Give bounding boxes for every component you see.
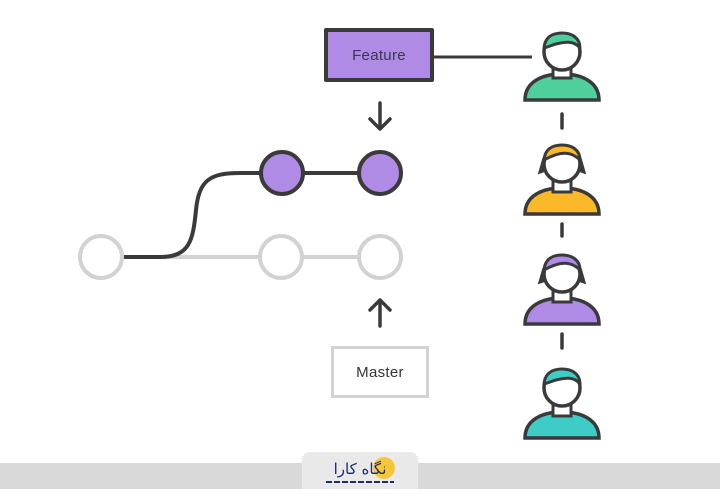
user-avatar-3[interactable] — [523, 253, 601, 326]
footer-logo-tab: نگاه کارا — [302, 452, 418, 489]
master-commit-2[interactable] — [258, 234, 304, 280]
arrow-down-icon — [368, 101, 392, 131]
arrow-up-icon — [368, 298, 392, 328]
user-avatar-2[interactable] — [523, 143, 601, 216]
feature-branch-line — [123, 171, 380, 259]
feature-branch-label[interactable]: Feature — [324, 28, 434, 82]
site-logo: نگاه کارا — [326, 457, 395, 483]
feature-commit-2[interactable] — [357, 150, 403, 196]
master-label-text: Master — [356, 363, 404, 381]
master-commit-3[interactable] — [357, 234, 403, 280]
feature-label-text: Feature — [352, 46, 406, 64]
user-avatar-4[interactable] — [523, 367, 601, 440]
site-logo-text: نگاه کارا — [334, 460, 387, 478]
master-commit-1[interactable] — [78, 234, 124, 280]
user-avatar-1[interactable] — [523, 31, 601, 102]
master-branch-label[interactable]: Master — [331, 346, 429, 398]
feature-commit-1[interactable] — [259, 150, 305, 196]
